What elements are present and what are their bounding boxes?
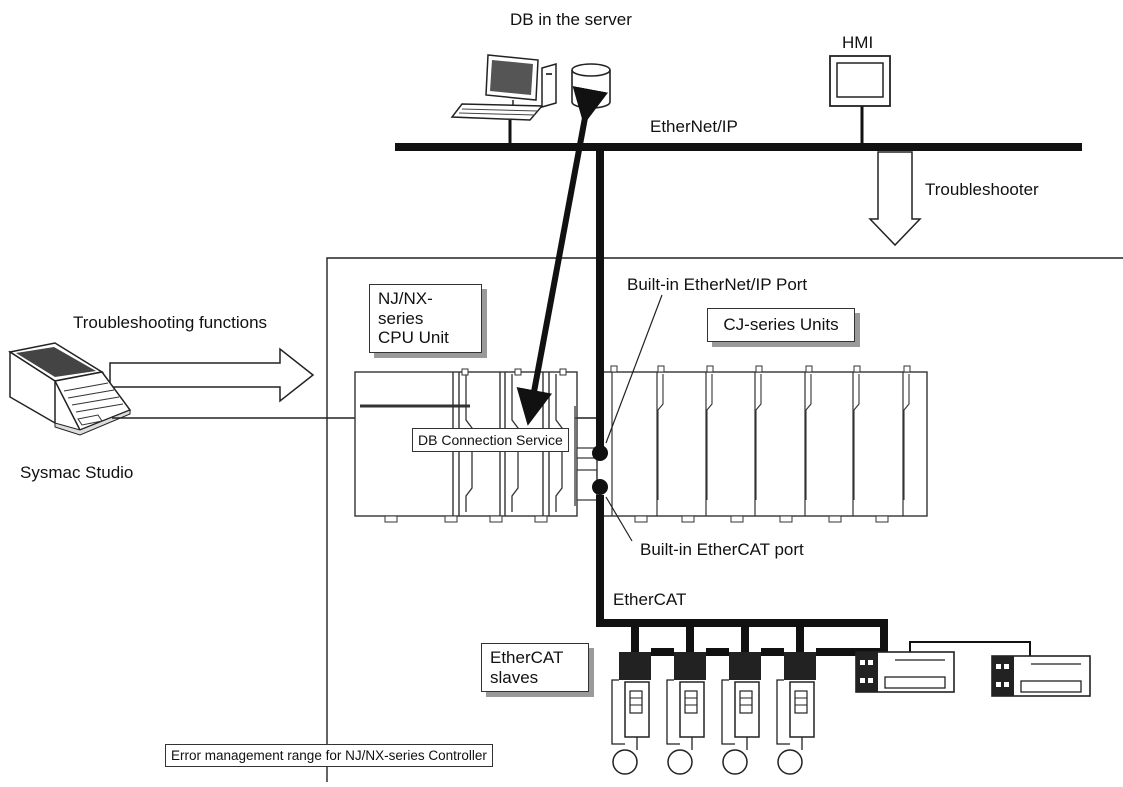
sysmac-studio-label: Sysmac Studio bbox=[20, 463, 134, 482]
servo-drive-4 bbox=[776, 652, 816, 775]
laptop-icon bbox=[8, 342, 132, 436]
cpu-unit-label-line2: CPU Unit bbox=[378, 328, 449, 348]
db-connection-service-box: DB Connection Service bbox=[412, 428, 569, 452]
troubleshooter-label: Troubleshooter bbox=[925, 180, 1039, 199]
servo-drive-2 bbox=[666, 652, 706, 775]
ethernet-ip-label: EtherNet/IP bbox=[650, 117, 738, 136]
io-slave-2 bbox=[991, 655, 1091, 697]
db-server-label: DB in the server bbox=[510, 10, 632, 29]
database-icon bbox=[571, 63, 611, 109]
servo-drive-1 bbox=[611, 652, 651, 775]
builtin-ethercat-port-label: Built-in EtherCAT port bbox=[640, 540, 804, 559]
error-range-label: Error management range for NJ/NX-series … bbox=[171, 748, 487, 763]
cj-units-label: CJ-series Units bbox=[723, 315, 839, 334]
troubleshooting-functions-label: Troubleshooting functions bbox=[73, 313, 268, 332]
hmi-label: HMI bbox=[842, 33, 874, 52]
eip-port-callout bbox=[605, 294, 663, 444]
ethercat-slaves-label-box: EtherCAT slaves bbox=[481, 643, 589, 693]
cpu-unit-label-box: NJ/NX-series CPU Unit bbox=[369, 284, 482, 353]
eip-port-dot bbox=[592, 445, 608, 461]
cpu-unit-label-line1: NJ/NX-series bbox=[378, 289, 433, 328]
troubleshooter-arrow bbox=[868, 151, 922, 247]
db-connection-arrow bbox=[516, 86, 608, 426]
cj-units-block bbox=[596, 365, 928, 523]
ethercat-port-dot bbox=[592, 479, 608, 495]
ethercat-slaves-label-line1: EtherCAT bbox=[490, 648, 564, 667]
server-pc-icon bbox=[450, 54, 557, 121]
builtin-eip-port-label: Built-in EtherNet/IP Port bbox=[627, 275, 808, 294]
ethercat-thin-link bbox=[909, 641, 1031, 656]
ethercat-label: EtherCAT bbox=[613, 590, 687, 609]
error-range-boundary bbox=[326, 257, 1123, 782]
db-connection-service-label: DB Connection Service bbox=[418, 432, 563, 448]
servo-drive-3 bbox=[721, 652, 761, 775]
troubleshooting-functions-arrow bbox=[109, 347, 315, 403]
cj-units-label-box: CJ-series Units bbox=[707, 308, 855, 342]
ethercat-slaves-label-line2: slaves bbox=[490, 667, 539, 687]
hmi-icon bbox=[829, 55, 891, 107]
error-range-box: Error management range for NJ/NX-series … bbox=[165, 744, 493, 767]
ethercat-port-callout bbox=[605, 496, 633, 542]
io-slave-1 bbox=[855, 651, 955, 693]
